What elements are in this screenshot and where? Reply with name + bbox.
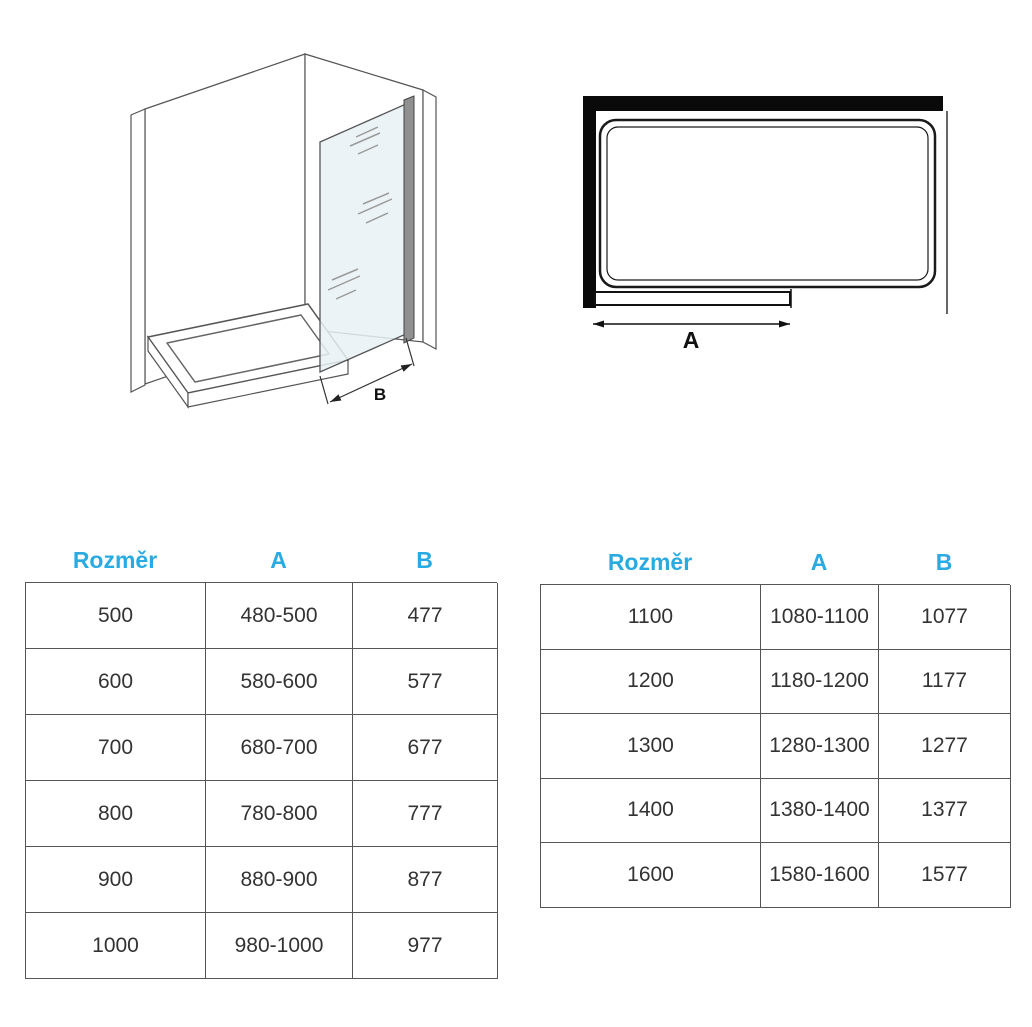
- table-row: 1400 1380-1400 1377: [541, 778, 1011, 843]
- table-cell: 900: [26, 847, 206, 913]
- table-cell: 500: [26, 583, 206, 649]
- table-cell: 1277: [879, 714, 1011, 779]
- dimension-label-a: A: [683, 327, 700, 353]
- table-cell: 800: [26, 781, 206, 847]
- table-cell: 600: [26, 649, 206, 715]
- glass-panel-plan: [594, 291, 791, 306]
- column-header-rozmer: Rozměr: [607, 548, 693, 575]
- wall-profile: [403, 95, 415, 344]
- table-cell: 780-800: [206, 781, 353, 847]
- table-cell: 1177: [879, 649, 1011, 714]
- table-cell: 877: [353, 847, 498, 913]
- table-cell: 680-700: [206, 715, 353, 781]
- glass-reflection-lines: [327, 126, 393, 300]
- size-table-small-widths: Rozměr A B 500 480-500 477 600 580-600 5…: [25, 538, 498, 979]
- table-row: 800 780-800 777: [26, 781, 498, 847]
- table-row: 1300 1280-1300 1277: [541, 714, 1011, 779]
- table-row: 900 880-900 877: [26, 847, 498, 913]
- table-row: 500 480-500 477: [26, 583, 498, 649]
- shower-tray-plan-inner: [606, 126, 929, 281]
- table-cell: 977: [353, 913, 498, 979]
- shower-tray-plan: [598, 118, 937, 289]
- table-cell: 1100: [541, 585, 761, 650]
- table-cell: 1580-1600: [761, 843, 879, 908]
- table-cell: 1000: [26, 913, 206, 979]
- plan-view-diagram: A: [583, 96, 948, 353]
- column-header-a: A: [270, 546, 287, 573]
- table-cell: 677: [353, 715, 498, 781]
- dimension-label-b: B: [374, 385, 386, 404]
- wall-top: [583, 96, 943, 111]
- table-cell: 1180-1200: [761, 649, 879, 714]
- column-header-rozmer: Rozměr: [72, 546, 158, 573]
- table-cell: 580-600: [206, 649, 353, 715]
- table-cell: 1600: [541, 843, 761, 908]
- table-cell: 477: [353, 583, 498, 649]
- table-cell: 1577: [879, 843, 1011, 908]
- table-row: 1000 980-1000 977: [26, 913, 498, 979]
- isometric-shower-diagram: B: [130, 53, 437, 409]
- dimension-b: [319, 337, 415, 405]
- table-cell: 777: [353, 781, 498, 847]
- dimension-arrow-b: [329, 363, 413, 403]
- right-wall-edge: [422, 88, 437, 351]
- glass-panel: [319, 103, 407, 373]
- table-cell: 1280-1300: [761, 714, 879, 779]
- column-header-b: B: [416, 546, 433, 573]
- wall-left: [583, 96, 596, 308]
- table-row: 1100 1080-1100 1077: [541, 585, 1011, 650]
- table-cell: 980-1000: [206, 913, 353, 979]
- table-cell: 1377: [879, 778, 1011, 843]
- table-cell: 1300: [541, 714, 761, 779]
- table-header-row: Rozměr A B: [25, 538, 497, 582]
- table-cell: 880-900: [206, 847, 353, 913]
- table-row: 700 680-700 677: [26, 715, 498, 781]
- column-header-a: A: [810, 548, 828, 575]
- column-header-b: B: [935, 548, 953, 575]
- table-cell: 700: [26, 715, 206, 781]
- table-cell: 480-500: [206, 583, 353, 649]
- table-body: 1100 1080-1100 1077 1200 1180-1200 1177 …: [540, 584, 1011, 908]
- table-cell: 1080-1100: [761, 585, 879, 650]
- table-row: 600 580-600 577: [26, 649, 498, 715]
- table-cell: 1380-1400: [761, 778, 879, 843]
- table-cell: 1200: [541, 649, 761, 714]
- table-body: 500 480-500 477 600 580-600 577 700 680-…: [25, 582, 498, 979]
- table-cell: 1400: [541, 778, 761, 843]
- left-wall-edge: [130, 108, 146, 393]
- table-row: 1200 1180-1200 1177: [541, 649, 1011, 714]
- size-table-large-widths: Rozměr A B 1100 1080-1100 1077 1200 1180…: [540, 540, 1011, 908]
- table-cell: 1077: [879, 585, 1011, 650]
- table-cell: 577: [353, 649, 498, 715]
- table-row: 1600 1580-1600 1577: [541, 843, 1011, 908]
- table-header-row: Rozměr A B: [540, 540, 1010, 584]
